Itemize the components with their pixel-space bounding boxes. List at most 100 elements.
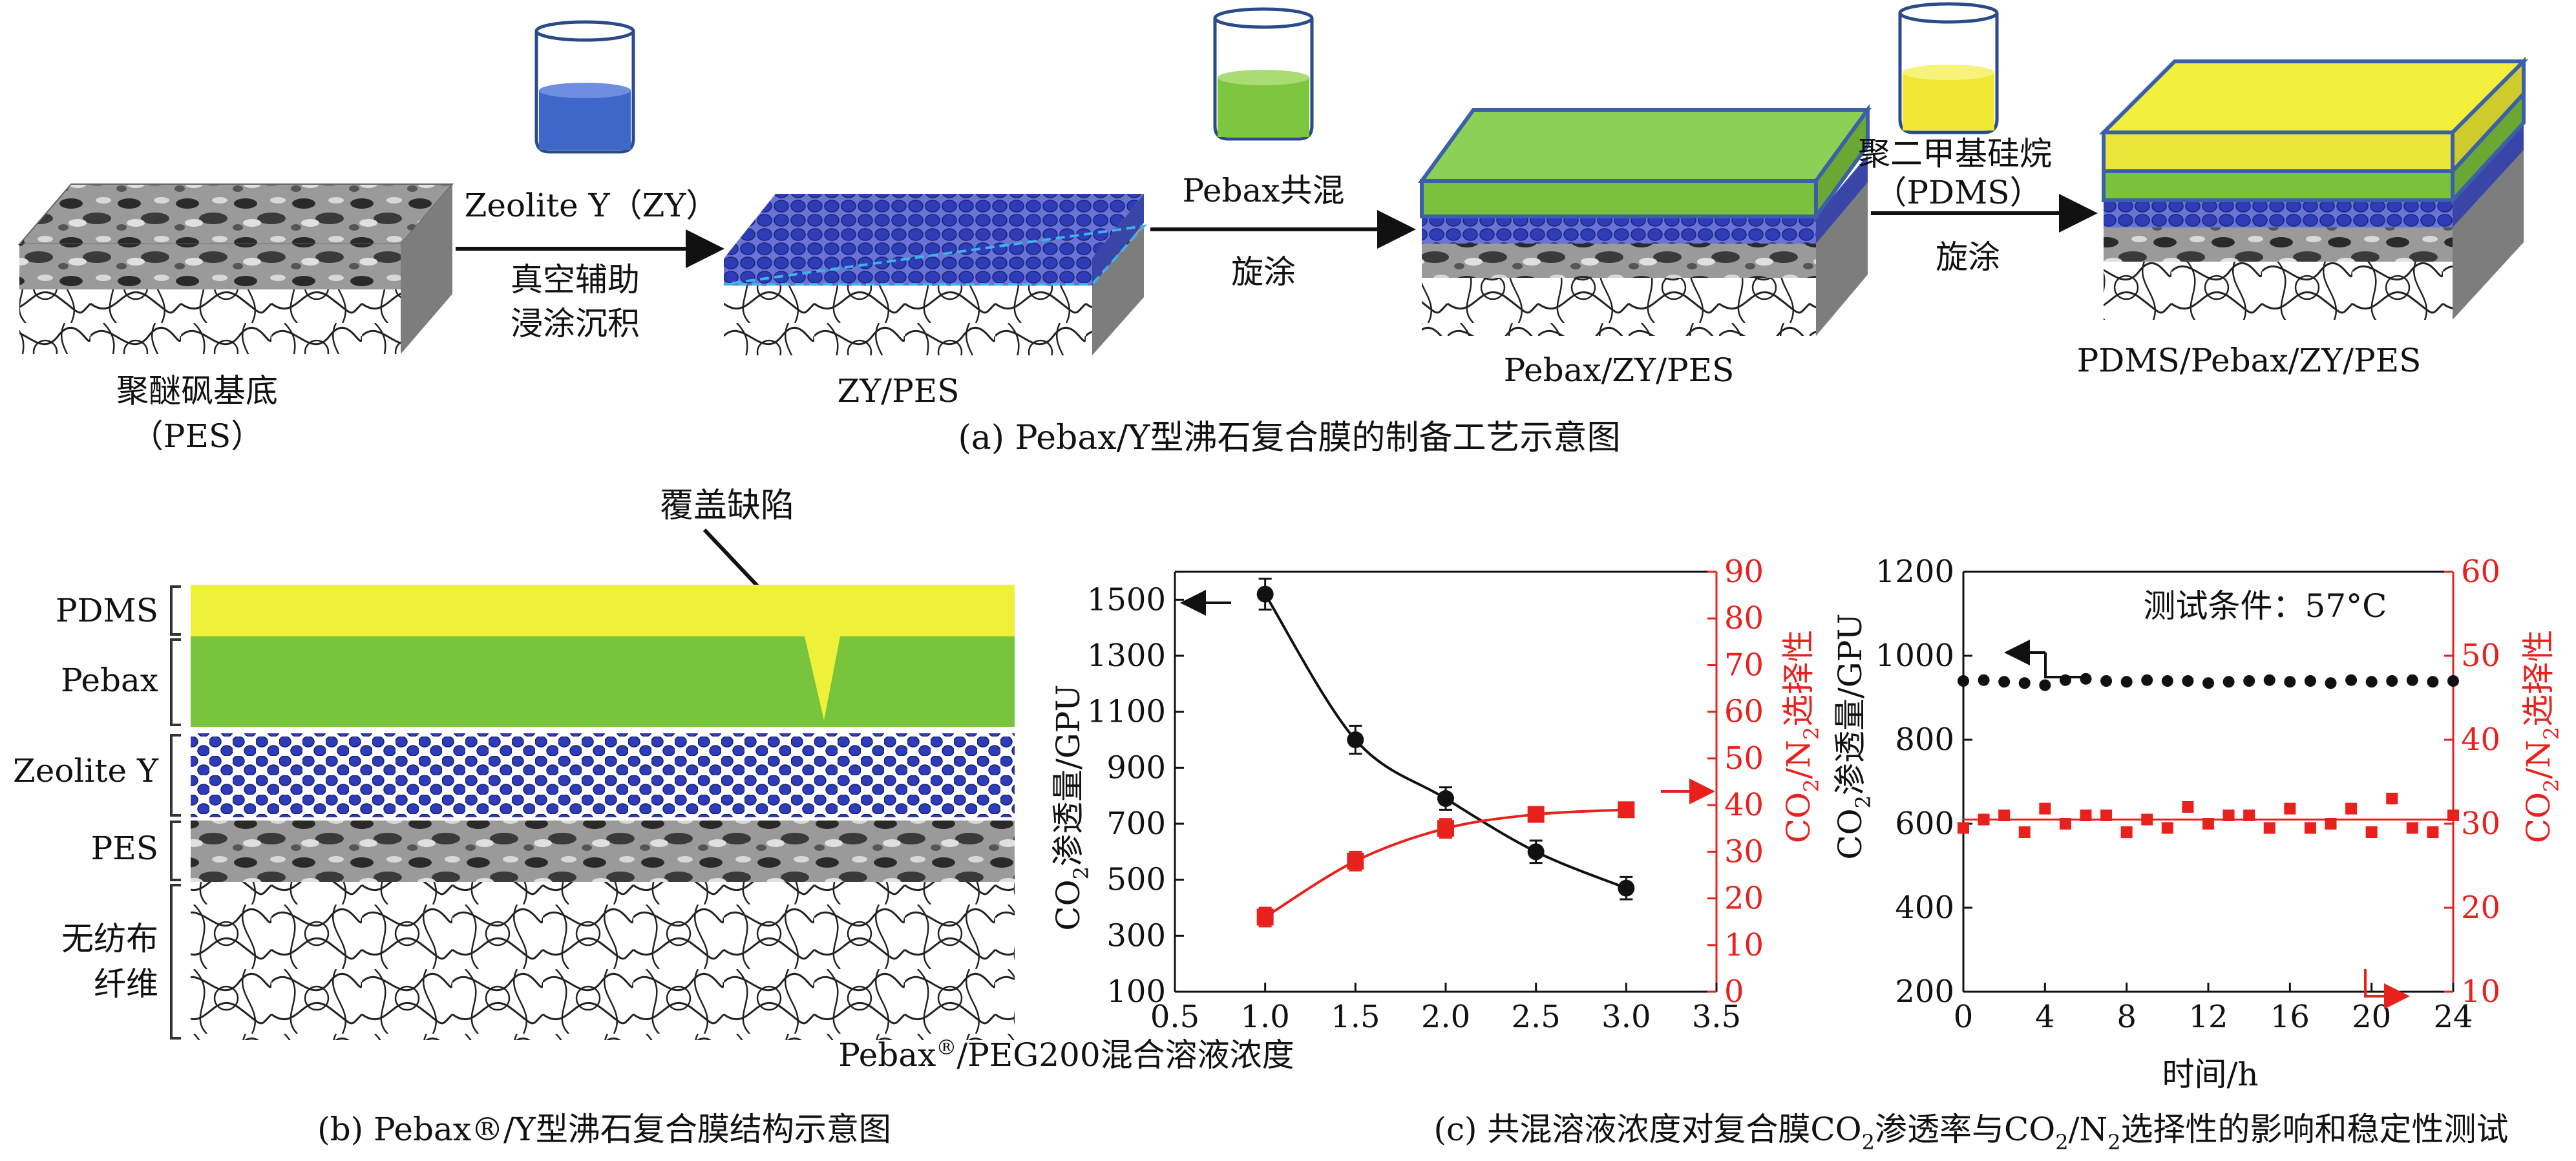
y2-tick-label: 30 bbox=[1724, 833, 1764, 870]
data-point bbox=[1998, 810, 2011, 821]
y-tick-label: 100 bbox=[1106, 974, 1166, 1010]
data-point bbox=[1958, 675, 1969, 687]
data-point bbox=[2304, 675, 2316, 687]
data-point bbox=[2284, 802, 2296, 815]
y-tick-label: 1300 bbox=[1087, 638, 1166, 674]
data-point bbox=[1958, 822, 1969, 834]
x-tick-label: 3.0 bbox=[1601, 999, 1651, 1035]
data-point bbox=[2080, 673, 2092, 685]
chart1-xlabel: Pebax®/PEG200混合溶液浓度 bbox=[838, 1035, 1294, 1074]
pebax-layer bbox=[191, 636, 1015, 727]
stage-label-pes: 聚醚砜基底 bbox=[116, 372, 278, 410]
y2-tick-label: 40 bbox=[2461, 722, 2500, 758]
data-point bbox=[2263, 822, 2275, 834]
layer-brackets bbox=[170, 585, 181, 1040]
data-point bbox=[2345, 674, 2358, 686]
beaker-zeolite-icon bbox=[534, 20, 635, 154]
y-tick-label: 200 bbox=[1895, 974, 1954, 1010]
data-point bbox=[2141, 674, 2153, 686]
pdms-layer bbox=[191, 585, 1015, 636]
x-tick-label: 0 bbox=[1954, 999, 1974, 1035]
x-tick-label: 8 bbox=[2117, 999, 2137, 1035]
x-tick-label: 2.0 bbox=[1421, 999, 1470, 1035]
step3-label-top-1: 聚二甲基硅烷 bbox=[1858, 135, 2052, 173]
x-tick-label: 12 bbox=[2188, 999, 2228, 1035]
data-point bbox=[2325, 818, 2337, 830]
pes-layer bbox=[191, 821, 1015, 882]
stage-label-pes-abbr: （PES） bbox=[131, 417, 263, 455]
y-tick-label: 1500 bbox=[1087, 581, 1166, 618]
x-tick-label: 2.5 bbox=[1511, 999, 1560, 1035]
y2-tick-label: 10 bbox=[2461, 974, 2500, 1010]
y2-tick-label: 80 bbox=[1724, 600, 1764, 636]
data-point bbox=[2059, 818, 2071, 830]
step2-label-bottom: 旋涂 bbox=[1231, 253, 1296, 291]
y2-tick-label: 70 bbox=[1724, 647, 1764, 683]
chart1-ylabel: CO2渗透量/GPU bbox=[1050, 684, 1093, 930]
beaker-pebax-icon bbox=[1213, 7, 1314, 141]
zy-pes-block bbox=[723, 194, 1148, 355]
layer-label-zeolite: Zeolite Y bbox=[13, 752, 159, 790]
y-tick-label: 300 bbox=[1106, 917, 1166, 954]
data-point bbox=[1527, 843, 1545, 861]
y2-tick-label: 20 bbox=[1724, 881, 1764, 917]
data-point bbox=[1618, 879, 1635, 897]
layer-label-pebax: Pebax bbox=[61, 662, 158, 699]
step1-label-bottom-2: 浸涂沉积 bbox=[511, 305, 640, 342]
data-point bbox=[2100, 675, 2113, 687]
y-tick-label: 500 bbox=[1106, 862, 1166, 898]
y2-tick-label: 40 bbox=[1724, 787, 1764, 823]
beaker-pdms-icon bbox=[1898, 2, 1999, 134]
nonwoven-fiber-layer bbox=[191, 882, 1015, 1040]
panel-a: 聚醚砜基底 （PES） Zeolite Y（ZY） 真空辅助 浸涂沉积 ZY/P… bbox=[17, 2, 2529, 457]
data-point bbox=[2345, 802, 2358, 815]
data-point bbox=[2365, 676, 2378, 688]
x-tick-label: 1.0 bbox=[1240, 999, 1289, 1035]
data-point bbox=[2080, 810, 2092, 821]
chart1-marks bbox=[1256, 578, 1635, 928]
chart2-marks bbox=[1958, 673, 2459, 838]
stage-label-zy-pes: ZY/PES bbox=[838, 372, 960, 410]
y-tick-label: 900 bbox=[1106, 749, 1166, 786]
data-point bbox=[1527, 806, 1545, 823]
coverage-defect bbox=[805, 636, 840, 720]
y-tick-label: 400 bbox=[1895, 890, 1954, 926]
data-point bbox=[2447, 810, 2459, 821]
data-point bbox=[2182, 801, 2194, 813]
step2-label-top: Pebax共混 bbox=[1182, 172, 1344, 209]
data-point bbox=[2243, 675, 2255, 687]
data-point bbox=[2039, 679, 2051, 691]
y-tick-label: 1100 bbox=[1087, 694, 1166, 730]
data-point bbox=[2427, 676, 2439, 688]
stage-label-pdms-pebax-zy-pes: PDMS/Pebax/ZY/PES bbox=[2077, 342, 2422, 379]
x-tick-label: 4 bbox=[2035, 999, 2055, 1035]
data-point bbox=[2263, 674, 2275, 686]
data-point bbox=[1437, 790, 1454, 807]
data-point bbox=[2120, 826, 2133, 838]
step3-label-bottom: 旋涂 bbox=[1936, 238, 2000, 276]
data-point bbox=[2325, 677, 2337, 689]
x-tick-label: 0.5 bbox=[1150, 999, 1199, 1035]
panel-c-caption: (c) 共混溶液浓度对复合膜CO2渗透率与CO2/N2选择性的影响和稳定性测试 bbox=[1433, 1111, 2508, 1155]
y2-tick-label: 60 bbox=[2461, 554, 2500, 590]
x-tick-label: 1.5 bbox=[1331, 999, 1380, 1035]
data-point bbox=[1256, 585, 1274, 603]
y2-tick-label: 60 bbox=[1724, 694, 1764, 730]
layer-label-nonwoven: 无纺布 bbox=[61, 920, 158, 957]
y-tick-label: 1200 bbox=[1875, 554, 1954, 590]
panel-b: 覆盖缺陷 PDMS Pebax Zeolite Y PES 无纺布 纤维 (b)… bbox=[13, 486, 1015, 1148]
y2-tick-label: 0 bbox=[1724, 974, 1744, 1010]
data-point bbox=[2161, 675, 2173, 687]
data-point bbox=[2222, 676, 2235, 688]
y2-tick-label: 20 bbox=[2461, 890, 2500, 926]
data-point bbox=[2243, 810, 2255, 821]
data-point bbox=[2202, 677, 2214, 689]
chart2-left-axis-arrow-line bbox=[2044, 653, 2087, 678]
pes-substrate-block bbox=[17, 183, 454, 354]
